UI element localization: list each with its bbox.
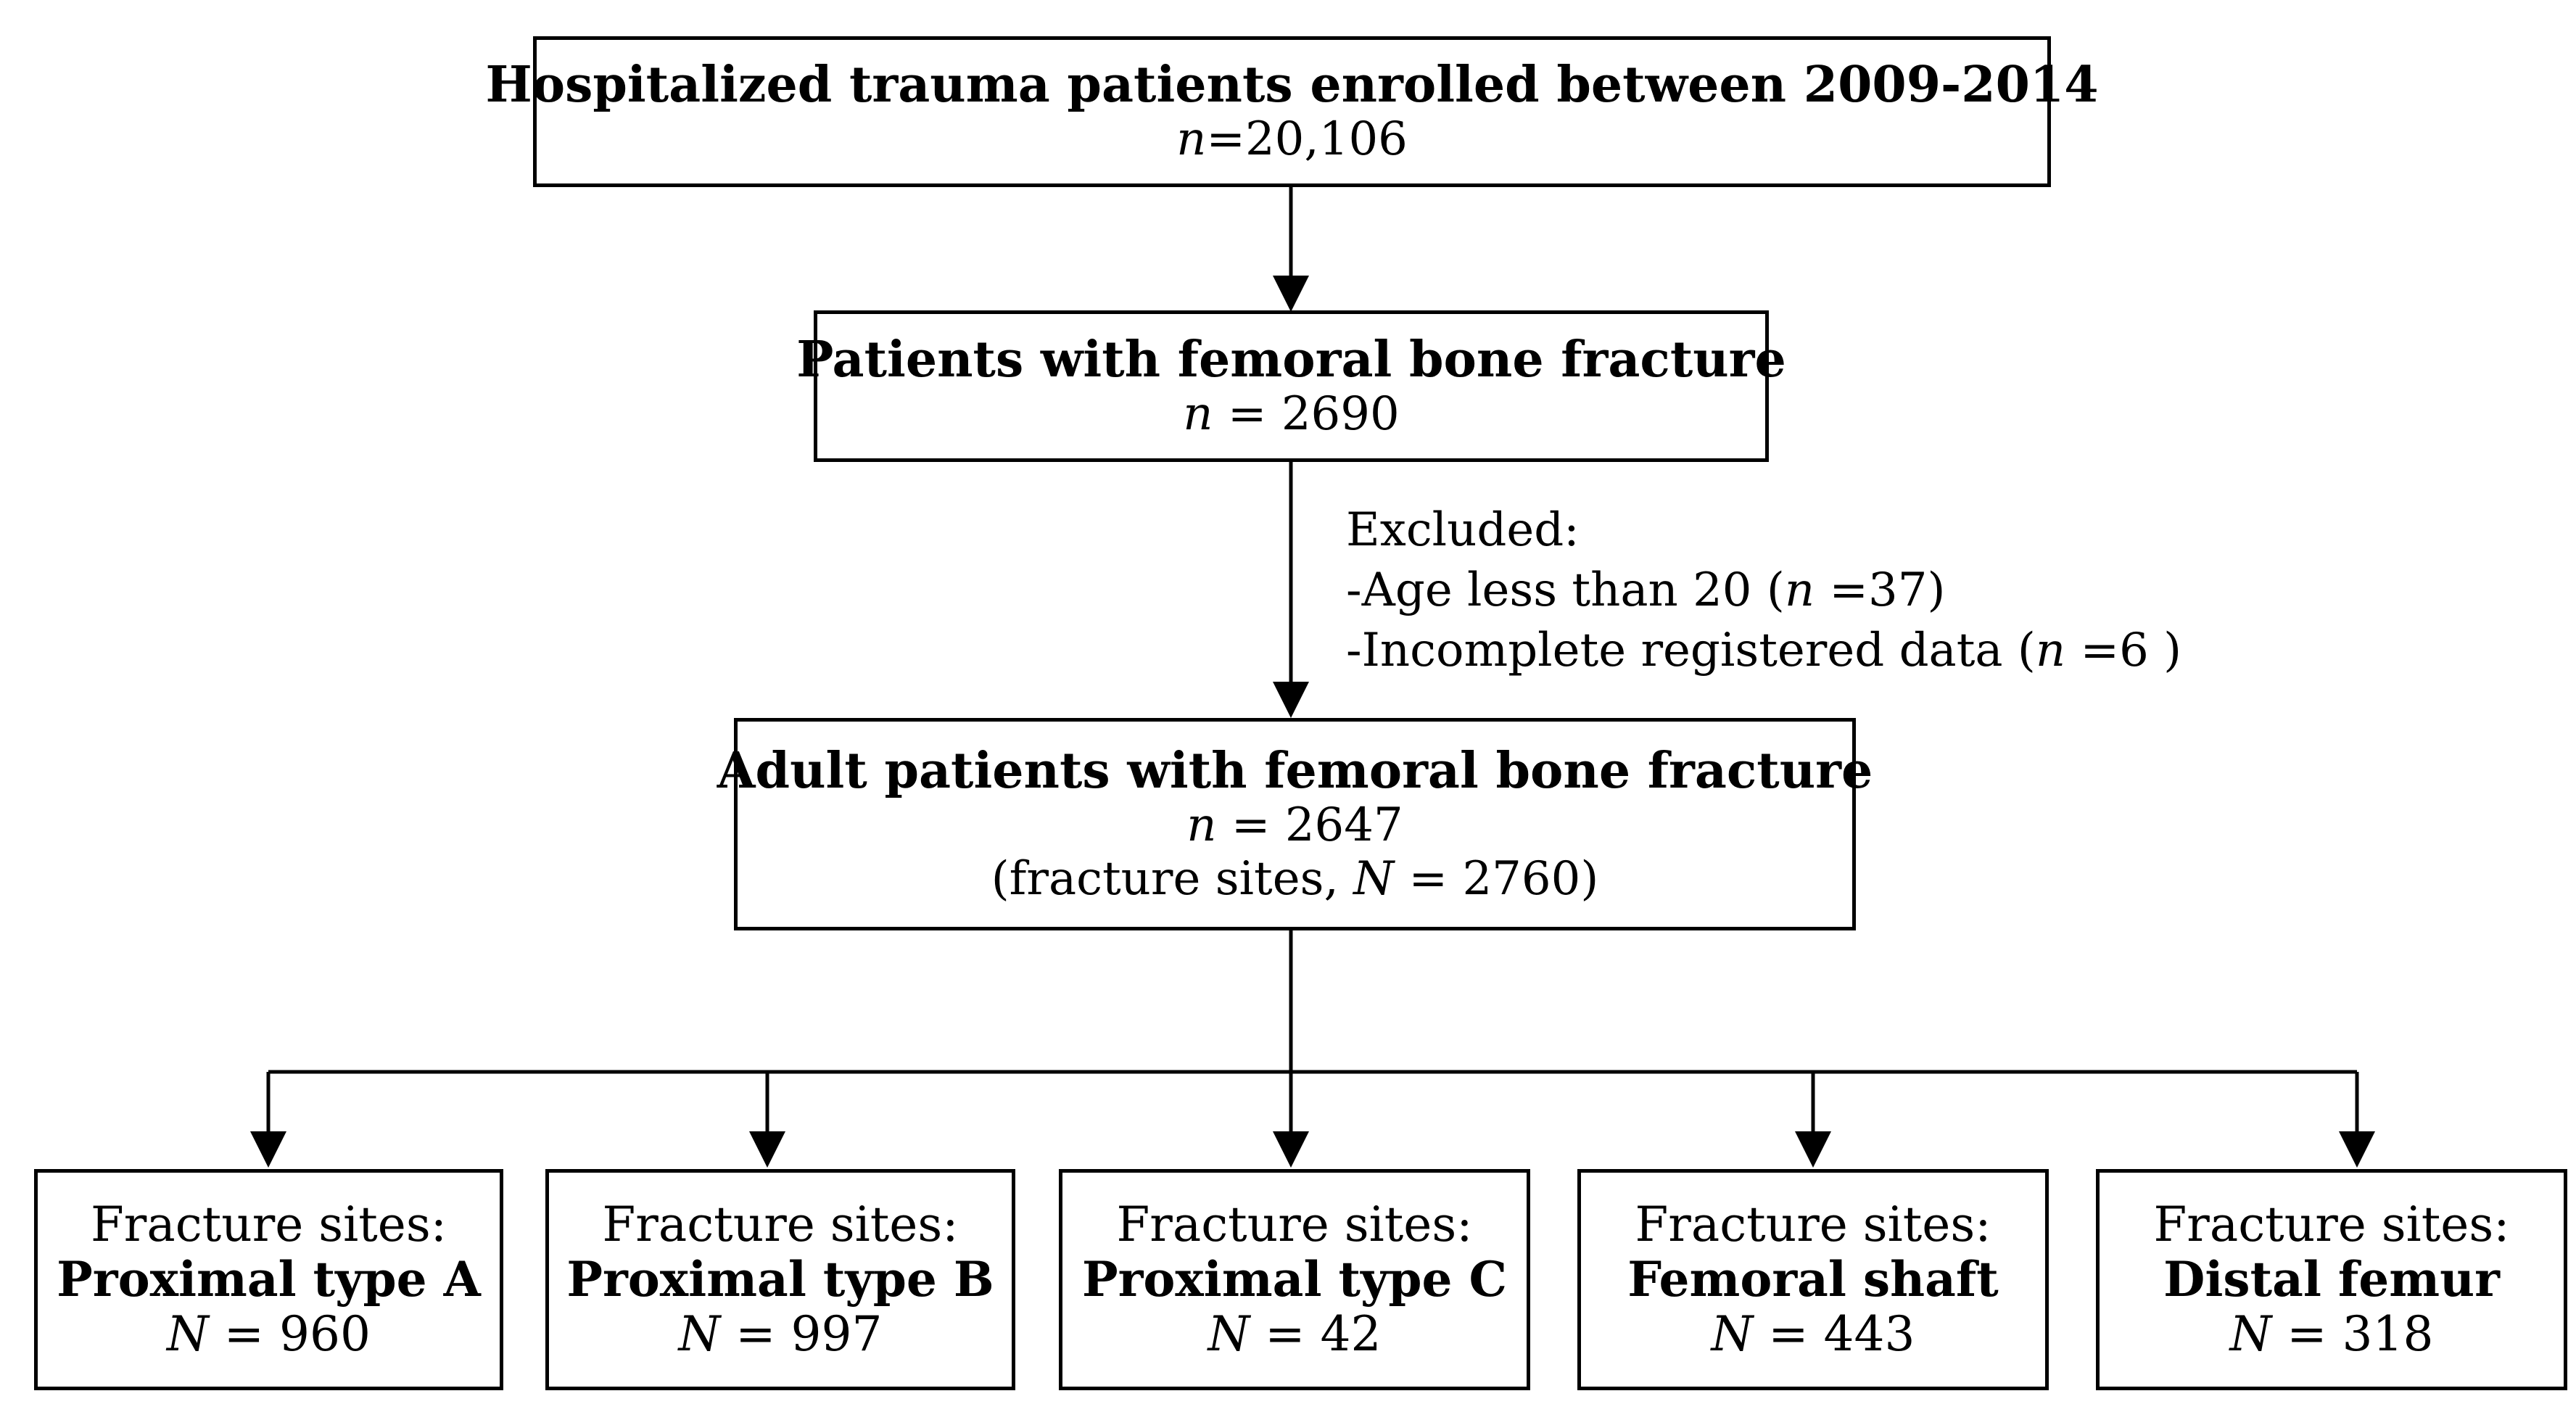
- fracture-heading: Fracture sites:: [1116, 1196, 1473, 1252]
- fracture-name: Proximal type C: [1082, 1250, 1507, 1308]
- exclusion-incomplete: -Incomplete registered data (n =6 ): [1346, 624, 2182, 678]
- fracture-name: Proximal type A: [57, 1250, 481, 1308]
- fracture-heading: Fracture sites:: [2153, 1196, 2510, 1252]
- fracture-name: Distal femur: [2163, 1250, 2500, 1308]
- fracture-box-femoral-shaft: Fracture sites: Femoral shaft N = 443: [1577, 1169, 2049, 1390]
- adult-patients-box: Adult patients with femoral bone fractur…: [717, 718, 1873, 930]
- fracture-name: Proximal type B: [566, 1250, 994, 1308]
- femoral-count: n = 2690: [1183, 387, 1400, 441]
- exclusion-heading: Excluded:: [1346, 503, 1580, 557]
- adult-count: n = 2647: [1186, 798, 1403, 852]
- enrolled-title: Hospitalized trauma patients enrolled be…: [485, 56, 2099, 115]
- femoral-title: Patients with femoral bone fracture: [796, 330, 1786, 389]
- fracture-heading: Fracture sites:: [602, 1196, 959, 1252]
- fracture-heading: Fracture sites:: [1635, 1196, 1991, 1252]
- fracture-count: N = 42: [1208, 1306, 1382, 1363]
- fracture-count: N = 443: [1711, 1306, 1915, 1363]
- fracture-box-distal-femur: Fracture sites: Distal femur N = 318: [2096, 1169, 2567, 1390]
- fracture-count: N = 318: [2229, 1306, 2434, 1363]
- femoral-fracture-box: Patients with femoral bone fracture n = …: [796, 310, 1786, 462]
- fracture-box-proximal-a: Fracture sites: Proximal type A N = 960: [34, 1169, 503, 1390]
- fracture-count: N = 960: [167, 1306, 371, 1363]
- enrolled-count: n=20,106: [1176, 112, 1408, 167]
- fracture-heading: Fracture sites:: [91, 1196, 447, 1252]
- fracture-count: N = 997: [678, 1306, 883, 1363]
- adult-title: Adult patients with femoral bone fractur…: [717, 741, 1873, 800]
- adult-fracture-sites: (fracture sites, N = 2760): [991, 851, 1599, 906]
- fracture-box-proximal-c: Fracture sites: Proximal type C N = 42: [1059, 1169, 1530, 1390]
- exclusion-note: Excluded: -Age less than 20 (n =37) -Inc…: [1346, 500, 2181, 682]
- fracture-box-proximal-b: Fracture sites: Proximal type B N = 997: [545, 1169, 1015, 1390]
- fracture-name: Femoral shaft: [1627, 1250, 1999, 1308]
- enrolled-patients-box: Hospitalized trauma patients enrolled be…: [486, 36, 2099, 187]
- exclusion-age: -Age less than 20 (n =37): [1346, 563, 1946, 618]
